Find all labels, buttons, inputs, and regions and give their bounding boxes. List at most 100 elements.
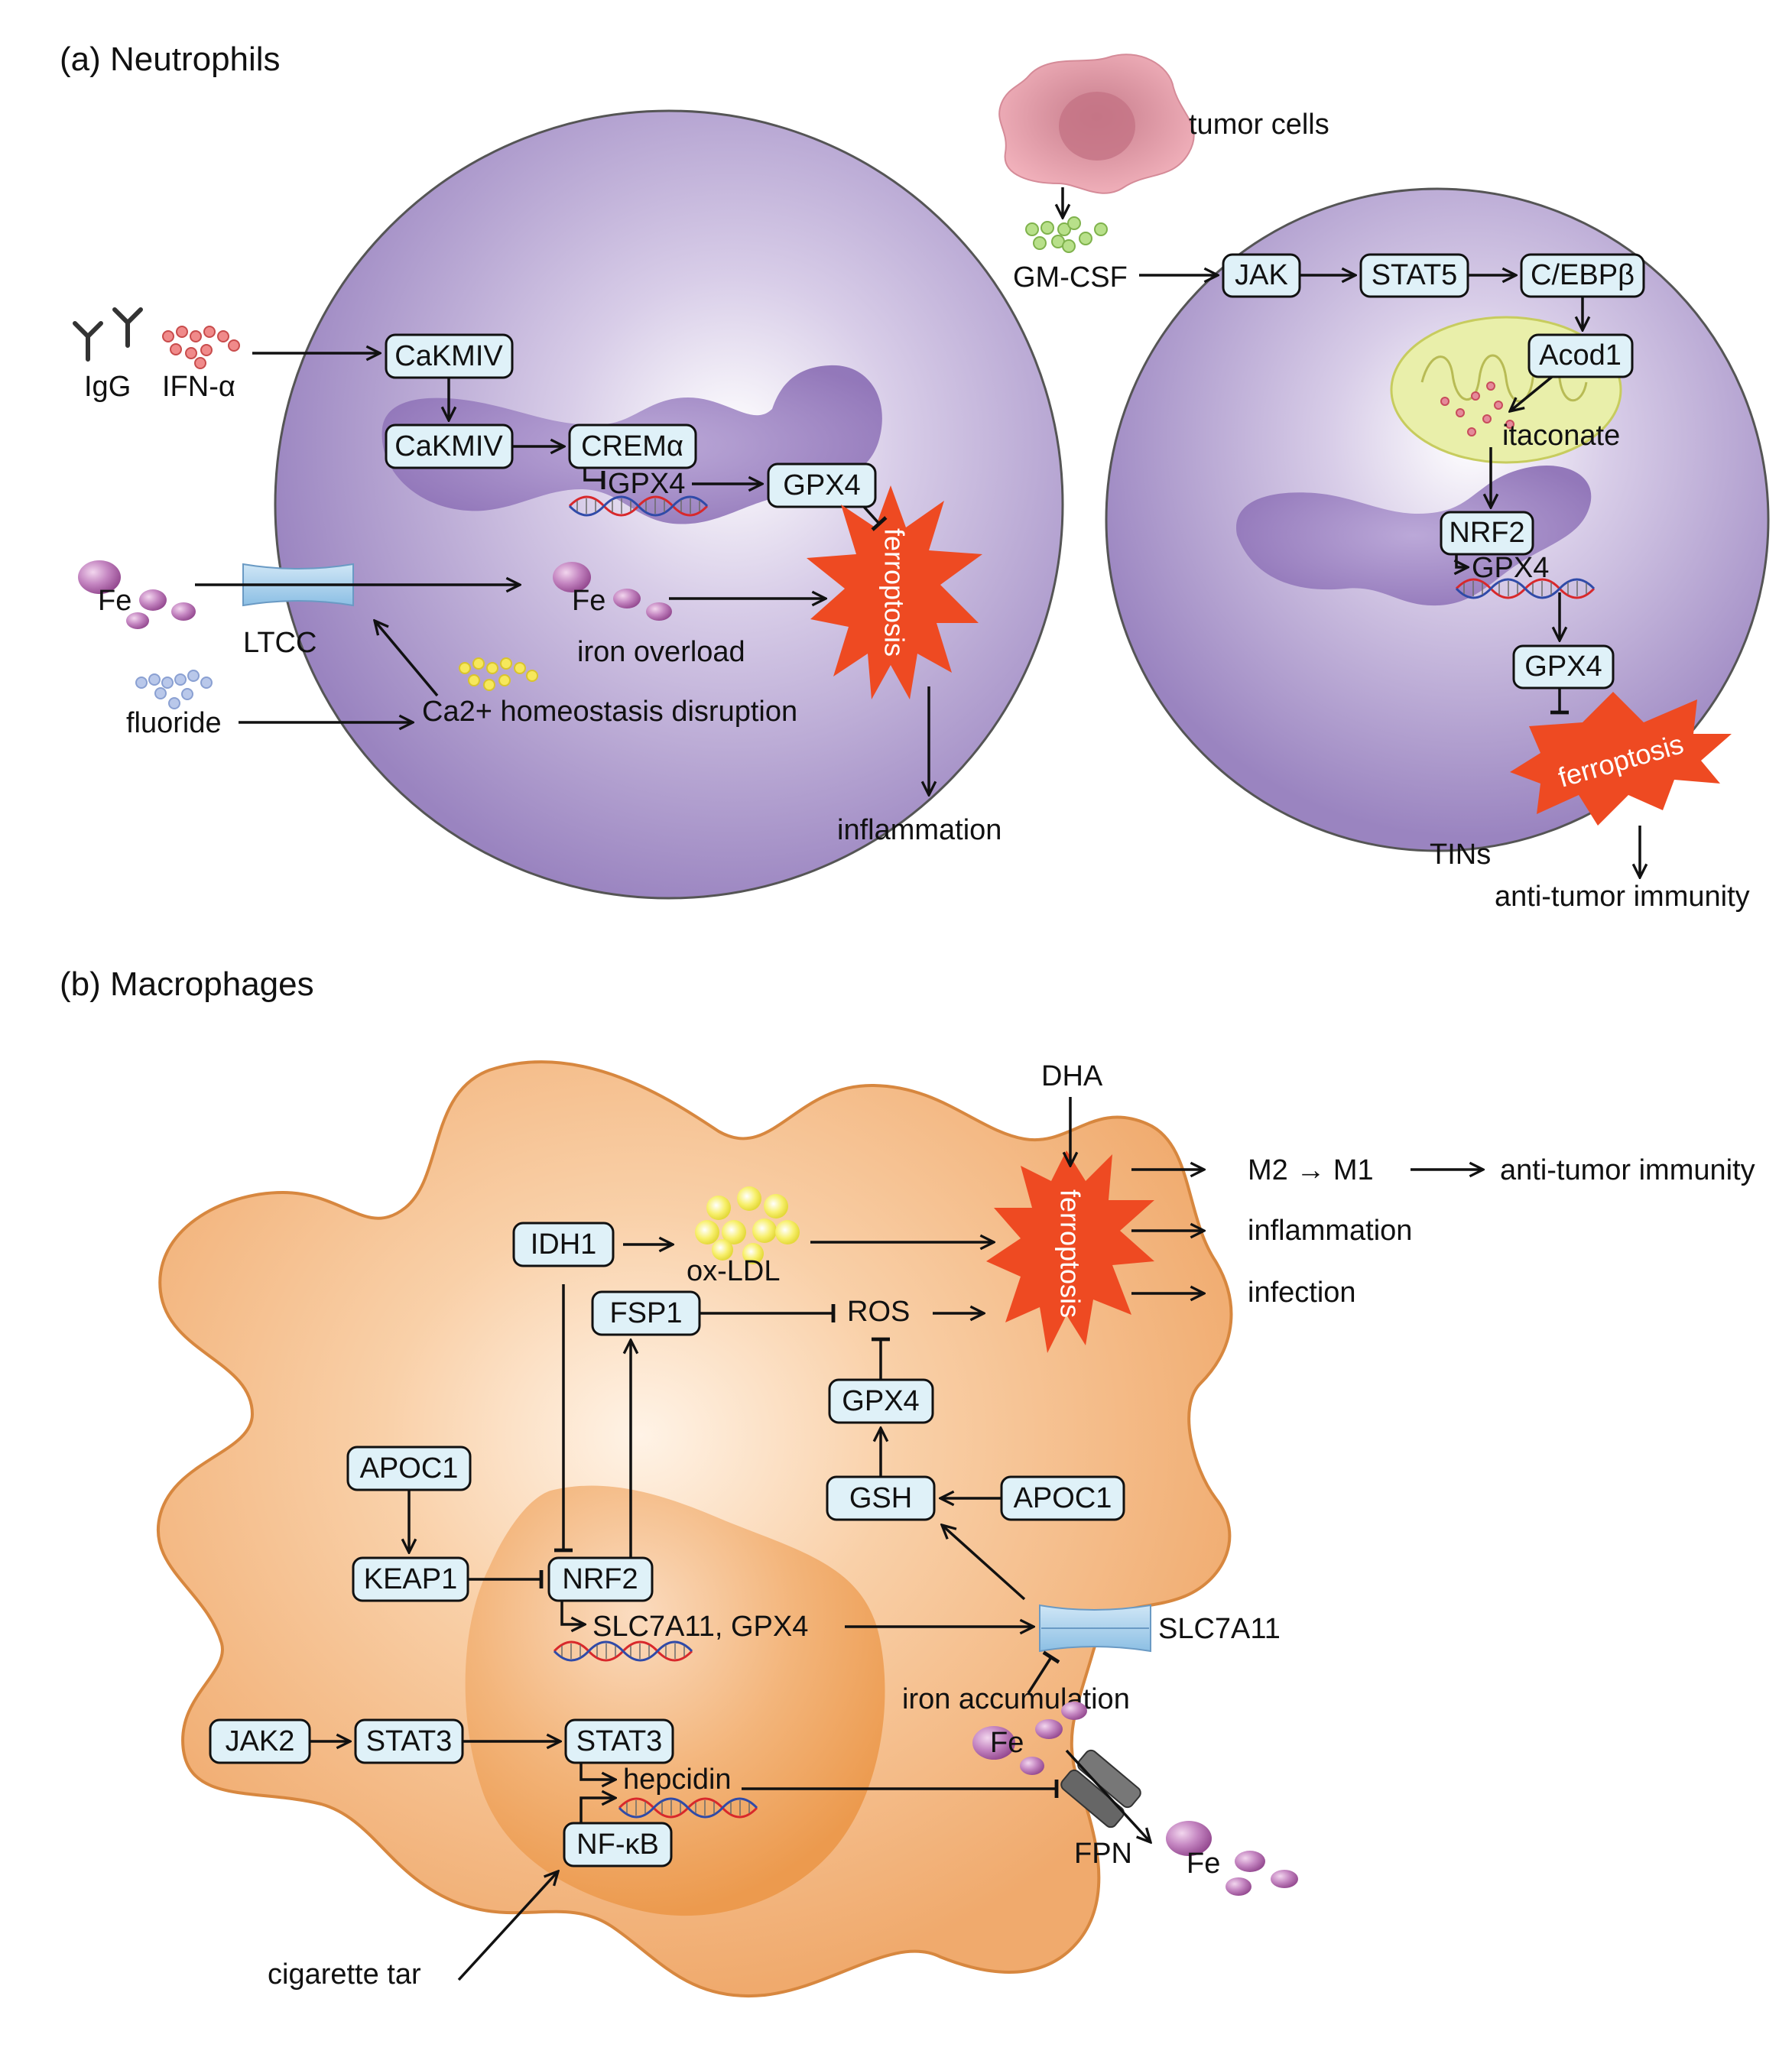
panel-a-title: (a) Neutrophils bbox=[60, 41, 281, 78]
apoc1-box-left: APOC1 bbox=[346, 1446, 472, 1491]
gmcsf-label: GM-CSF bbox=[1013, 261, 1128, 294]
svg-text:GPX4: GPX4 bbox=[842, 1385, 919, 1417]
slc-gpx4-genes-label: SLC7A11, GPX4 bbox=[592, 1611, 808, 1643]
ferroptosis-burst-mac: ferroptosis bbox=[986, 1150, 1154, 1353]
svg-text:CaKMIV: CaKMIV bbox=[394, 340, 503, 372]
iron-overload-label: iron overload bbox=[577, 636, 745, 668]
iron-particles-inside bbox=[553, 562, 672, 621]
svg-text:JAK: JAK bbox=[1235, 259, 1288, 291]
gmcsf-particles bbox=[1025, 216, 1108, 253]
tumor-cells-label: tumor cells bbox=[1189, 109, 1329, 141]
svg-text:STAT3: STAT3 bbox=[366, 1725, 453, 1757]
svg-text:CaKMIV: CaKMIV bbox=[394, 430, 503, 462]
svg-text:ferroptosis: ferroptosis bbox=[1055, 1189, 1086, 1318]
jak2-box: JAK2 bbox=[209, 1718, 311, 1764]
macrophage-arrows bbox=[310, 1097, 1483, 1981]
inflammation-label-a: inflammation bbox=[837, 814, 1002, 846]
gpx4-box: GPX4 bbox=[767, 462, 877, 508]
svg-text:IDH1: IDH1 bbox=[531, 1228, 597, 1261]
neutrophil-left-arrows bbox=[195, 353, 929, 795]
cebpb-box: C/EBPβ bbox=[1520, 253, 1645, 298]
neutrophil-left-cell bbox=[274, 109, 1064, 900]
ifn-particles bbox=[162, 326, 240, 369]
svg-text:STAT5: STAT5 bbox=[1372, 259, 1458, 291]
ca-disruption-label: Ca2+ homeostasis disruption bbox=[422, 696, 797, 728]
fe-inside-label: Fe bbox=[572, 585, 605, 617]
svg-text:NF-κB: NF-κB bbox=[576, 1828, 659, 1861]
crem-box: CREMα bbox=[568, 423, 697, 469]
ferroptosis-burst-right: ferroptosis bbox=[1510, 692, 1732, 826]
dha-label: DHA bbox=[1041, 1060, 1103, 1092]
svg-text:CREMα: CREMα bbox=[581, 430, 683, 462]
ifn-label: IFN-α bbox=[162, 371, 235, 403]
fpn-label: FPN bbox=[1074, 1838, 1132, 1870]
gpx4-box-right: GPX4 bbox=[1512, 644, 1615, 690]
svg-text:Acod1: Acod1 bbox=[1539, 339, 1622, 372]
ferroptosis-burst-left: ferroptosis bbox=[807, 485, 982, 699]
svg-text:GPX4: GPX4 bbox=[1524, 651, 1602, 683]
svg-text:NRF2: NRF2 bbox=[1449, 517, 1524, 549]
tumor-cell bbox=[998, 54, 1195, 194]
idh1-box: IDH1 bbox=[512, 1222, 615, 1267]
iron-particles-mac-inside bbox=[972, 1702, 1087, 1775]
apoc1-box-right: APOC1 bbox=[1000, 1475, 1125, 1521]
calcium-particles bbox=[459, 657, 538, 691]
slc7a11-channel bbox=[1039, 1604, 1151, 1653]
igg-label: IgG bbox=[84, 371, 131, 403]
slc7a11-label: SLC7A11 bbox=[1158, 1613, 1281, 1645]
fpn-transporter bbox=[1060, 1749, 1141, 1828]
cigarette-tar-label: cigarette tar bbox=[268, 1958, 421, 1991]
nrf2-box-mac: NRF2 bbox=[547, 1556, 654, 1602]
ox-ldl-particles bbox=[695, 1186, 800, 1264]
ox-ldl-label: ox-LDL bbox=[687, 1255, 781, 1287]
fe-outside-label-mac: Fe bbox=[1187, 1848, 1220, 1880]
hepcidin-label: hepcidin bbox=[623, 1764, 732, 1796]
ltcc-label: LTCC bbox=[243, 627, 317, 659]
svg-text:FSP1: FSP1 bbox=[609, 1297, 682, 1329]
itaconate-label: itaconate bbox=[1502, 420, 1620, 452]
neutrophil-right-arrows bbox=[1063, 187, 1640, 878]
nfkb-box: NF-κB bbox=[563, 1822, 673, 1867]
itaconate-particles bbox=[1440, 381, 1514, 436]
camkiv-box-1: CaKMIV bbox=[385, 333, 514, 379]
panel-b-title: (b) Macrophages bbox=[60, 965, 314, 1003]
acod1-box: Acod1 bbox=[1527, 333, 1634, 378]
igg-antibody-icon bbox=[73, 307, 143, 362]
iron-accumulation-label: iron accumulation bbox=[902, 1683, 1130, 1715]
camkiv-box-2: CaKMIV bbox=[385, 423, 514, 469]
neutrophil-right-nucleus bbox=[1235, 465, 1592, 606]
fsp1-box: FSP1 bbox=[591, 1290, 701, 1336]
svg-text:KEAP1: KEAP1 bbox=[364, 1563, 458, 1595]
gsh-box: GSH bbox=[826, 1475, 936, 1521]
fe-inside-label-mac: Fe bbox=[990, 1727, 1024, 1759]
svg-text:STAT3: STAT3 bbox=[576, 1725, 663, 1757]
svg-text:GSH: GSH bbox=[849, 1482, 912, 1514]
keap1-box: KEAP1 bbox=[352, 1556, 469, 1602]
stat3-box-1: STAT3 bbox=[354, 1718, 464, 1764]
svg-text:ferroptosis: ferroptosis bbox=[879, 528, 911, 657]
fe-outside-label: Fe bbox=[98, 585, 131, 617]
svg-text:C/EBPβ: C/EBPβ bbox=[1531, 259, 1635, 291]
svg-text:NRF2: NRF2 bbox=[562, 1563, 638, 1595]
stat5-box: STAT5 bbox=[1359, 253, 1469, 298]
fluoride-label: fluoride bbox=[126, 707, 222, 739]
tins-label: TINs bbox=[1430, 839, 1491, 871]
iron-particles-mac-outside bbox=[1166, 1821, 1298, 1896]
stat3-box-2: STAT3 bbox=[564, 1718, 674, 1764]
svg-text:APOC1: APOC1 bbox=[360, 1452, 459, 1485]
gpx4-box-mac: GPX4 bbox=[828, 1378, 934, 1424]
anti-tumor-immunity-label-a: anti-tumor immunity bbox=[1495, 881, 1750, 913]
nrf2-box-right: NRF2 bbox=[1440, 511, 1534, 556]
svg-text:GPX4: GPX4 bbox=[783, 469, 860, 501]
iron-particles-outside bbox=[78, 560, 196, 629]
ros-label: ROS bbox=[847, 1296, 910, 1328]
gpx4-gene-label: GPX4 bbox=[608, 468, 685, 500]
infection-label: infection bbox=[1248, 1277, 1356, 1309]
inflammation-label-b: inflammation bbox=[1248, 1215, 1412, 1247]
svg-text:JAK2: JAK2 bbox=[226, 1725, 295, 1757]
anti-tumor-immunity-label-b: anti-tumor immunity bbox=[1500, 1154, 1755, 1186]
svg-text:APOC1: APOC1 bbox=[1014, 1482, 1112, 1514]
m2-m1-label: M2 → M1 bbox=[1248, 1154, 1374, 1186]
jak-box: JAK bbox=[1222, 253, 1301, 298]
